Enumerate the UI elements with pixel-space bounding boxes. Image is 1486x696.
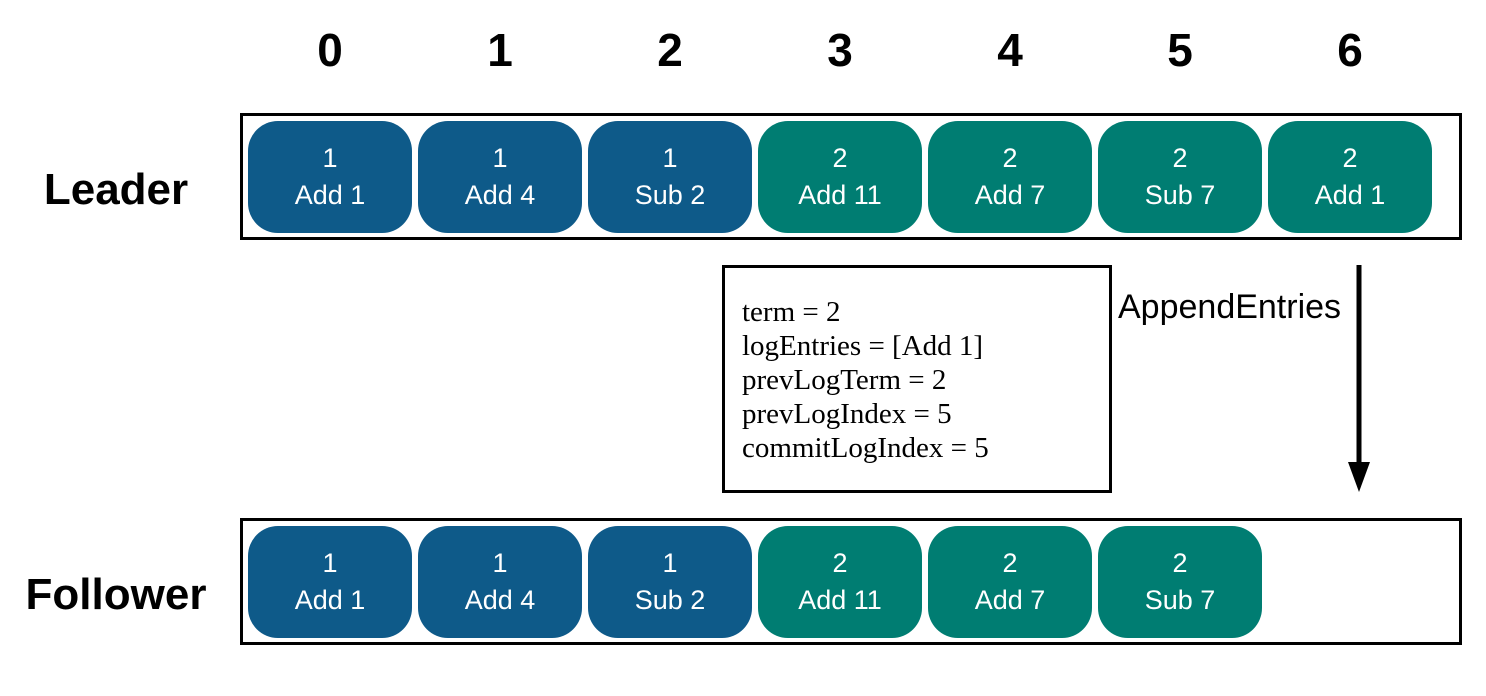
entry-command: Add 4 bbox=[464, 179, 536, 210]
log-index-label: 1 bbox=[487, 24, 513, 76]
entry-term: 2 bbox=[1172, 142, 1188, 173]
follower-log: 1 Add 1 1 Add 4 1 Sub 2 2 Add 11 2 Add 7… bbox=[240, 518, 1462, 645]
entry-term: 2 bbox=[1342, 142, 1358, 173]
log-index-label: 2 bbox=[657, 24, 683, 76]
entry-term: 1 bbox=[662, 142, 678, 173]
log-index-label: 5 bbox=[1167, 24, 1193, 76]
log-entry: 2 Sub 7 bbox=[1098, 120, 1262, 233]
entry-command: Sub 2 bbox=[634, 584, 706, 615]
log-index-label: 3 bbox=[827, 24, 853, 76]
log-entry: 1 Add 1 bbox=[248, 525, 412, 638]
entry-term: 2 bbox=[1172, 547, 1188, 578]
entry-command: Add 11 bbox=[798, 584, 882, 615]
log-entry: 1 Sub 2 bbox=[588, 525, 752, 638]
log-entry: 2 Add 7 bbox=[928, 525, 1092, 638]
entry-term: 1 bbox=[662, 547, 678, 578]
entry-term: 2 bbox=[1002, 142, 1018, 173]
entry-term: 1 bbox=[322, 142, 338, 173]
entry-term: 2 bbox=[832, 547, 848, 578]
entry-command: Add 1 bbox=[294, 584, 366, 615]
log-entry: 2 Add 11 bbox=[758, 120, 922, 233]
entry-command: Add 1 bbox=[1314, 179, 1386, 210]
log-entry: 1 Sub 2 bbox=[588, 120, 752, 233]
append-entries-message-box: term = 2 logEntries = [Add 1] prevLogTer… bbox=[722, 265, 1112, 493]
log-entry: 2 Add 7 bbox=[928, 120, 1092, 233]
log-entry: 1 Add 1 bbox=[248, 120, 412, 233]
log-index-header: 0 1 2 3 4 5 6 bbox=[243, 20, 1459, 80]
entry-term: 2 bbox=[832, 142, 848, 173]
message-line-prev-log-term: prevLogTerm = 2 bbox=[742, 364, 947, 396]
entry-command: Add 1 bbox=[294, 179, 366, 210]
entry-command: Sub 7 bbox=[1144, 584, 1216, 615]
log-index-label: 6 bbox=[1337, 24, 1363, 76]
log-entry: 1 Add 4 bbox=[418, 120, 582, 233]
log-index-label: 4 bbox=[997, 24, 1023, 76]
entry-command: Sub 7 bbox=[1144, 179, 1216, 210]
log-entry: 2 Add 11 bbox=[758, 525, 922, 638]
message-line-log-entries: logEntries = [Add 1] bbox=[742, 330, 984, 362]
append-entries-label: AppendEntries bbox=[1118, 288, 1342, 326]
entry-term: 1 bbox=[492, 142, 508, 173]
leader-log: 1 Add 1 1 Add 4 1 Sub 2 2 Add 11 2 Add 7… bbox=[240, 113, 1462, 240]
entry-command: Add 7 bbox=[974, 584, 1046, 615]
follower-label: Follower bbox=[25, 570, 207, 619]
log-entry: 2 Sub 7 bbox=[1098, 525, 1262, 638]
message-line-term: term = 2 bbox=[742, 296, 841, 328]
entry-command: Sub 2 bbox=[634, 179, 706, 210]
entry-term: 1 bbox=[492, 547, 508, 578]
leader-label: Leader bbox=[43, 165, 189, 214]
log-entry: 2 Add 1 bbox=[1268, 120, 1432, 233]
message-line-commit-log-index: commitLogIndex = 5 bbox=[742, 432, 989, 464]
entry-command: Add 4 bbox=[464, 584, 536, 615]
log-index-label: 0 bbox=[317, 24, 343, 76]
down-arrow-icon bbox=[1348, 265, 1370, 492]
entry-command: Add 11 bbox=[798, 179, 882, 210]
entry-command: Add 7 bbox=[974, 179, 1046, 210]
entry-term: 2 bbox=[1002, 547, 1018, 578]
entry-term: 1 bbox=[322, 547, 338, 578]
log-entry: 1 Add 4 bbox=[418, 525, 582, 638]
message-line-prev-log-index: prevLogIndex = 5 bbox=[742, 398, 952, 430]
